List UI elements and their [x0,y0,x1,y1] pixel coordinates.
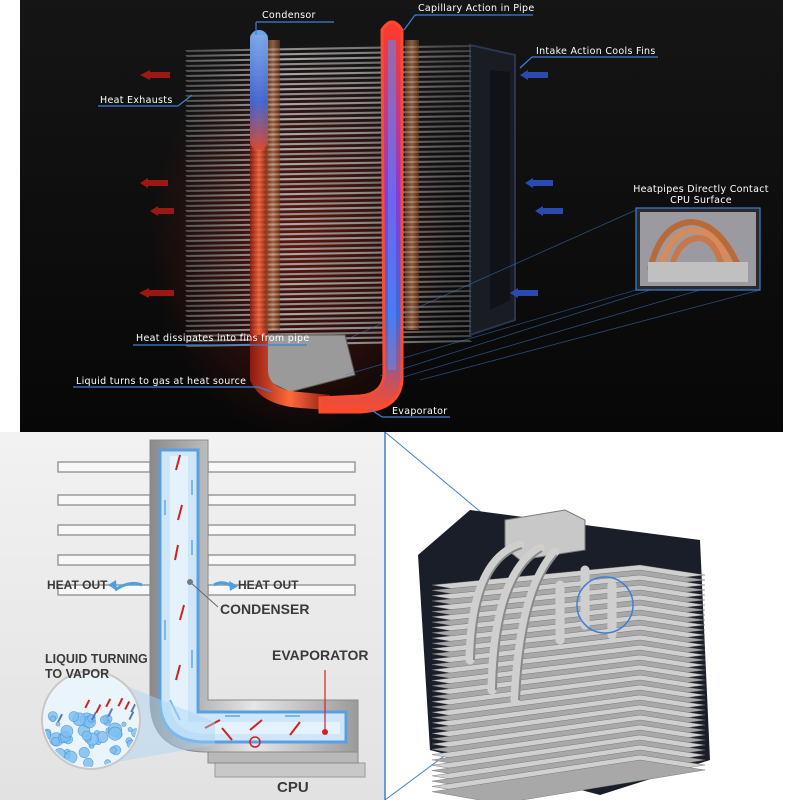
liquid-bubble [83,757,94,767]
heatpipe-contact-inset [635,207,761,291]
heat-out-arrow-left [114,581,143,592]
liquid-gas-label: Liquid turns to gas at heat source [76,376,247,387]
vapor-arrow [174,544,179,561]
vapor-arrow [177,504,183,521]
heat-exhausts-label: Heat Exhausts [100,95,173,106]
liquid-bubble [68,711,80,722]
vapor-arrow [175,664,181,681]
intake-arrows [510,70,563,298]
liquid-bubble [127,727,133,732]
vapor-arrow [175,454,181,471]
liquid-label-line2: TO VAPOR [45,667,110,681]
heat-out-arrowhead-left [108,580,117,591]
heat-out-label-right: HEAT OUT [238,578,299,592]
intake-label: Intake Action Cools Fins [536,46,656,57]
condensor-label: Condensor [262,10,316,21]
heat-out-label-left: HEAT OUT [47,578,108,592]
liquid-label-line1: LIQUID TURNING [45,652,148,666]
liquid-arrows [164,480,300,721]
fin-left [57,494,151,506]
fin-right [207,524,356,536]
liquid-bubble [51,736,60,746]
liquid-arrow [169,699,181,721]
cooler-render [418,509,710,804]
fin-left [57,461,151,473]
vapor-arrow [179,604,185,621]
schematic-vapor-core [170,456,340,734]
vapor-particle [130,703,137,713]
render-heatpipe-shading [473,547,558,701]
vapor-particle [84,699,91,709]
vapor-particle [124,700,131,710]
evaporator-pipe-left [250,330,330,410]
heat-out-arrowhead-right [229,581,238,591]
fin-right [207,461,356,473]
schematic-fins [57,461,356,596]
render-zoom-marker [576,576,634,634]
render-heatpipes [465,540,617,705]
inset-projection-lines [344,209,761,381]
cpu-block [214,762,366,778]
capillary-label: Capillary Action in Pipe [418,3,535,14]
dissipates-label: Heat dissipates into fins from pipe [136,333,310,344]
cpu-label: CPU [277,779,309,796]
zoom-bubbles [44,673,138,767]
condensor-tip [250,30,268,150]
vapor-particle [107,708,114,718]
liquid-bubble [78,746,90,758]
evaporator-pointer-dot [322,729,328,735]
evaporator-label-bottom: EVAPORATOR [272,647,369,663]
vapor-particle [95,704,102,714]
condenser-pointer [189,581,219,608]
liquid-bubble [49,715,57,722]
vapor-particle [57,713,63,723]
liquid-bubble [60,724,74,738]
vapor-arrow [204,719,221,729]
fan-blade-shadow [490,70,510,310]
evaporator-label-top: Evaporator [392,406,448,417]
capillary-inner [388,40,396,370]
contact-label-line2: CPU Surface [670,195,732,206]
vapor-particle [91,711,97,721]
heat-exhaust-arrows [139,70,174,298]
copper-pipe-2 [266,40,280,330]
vapor-arrow [289,721,301,736]
liquid-bubble [109,746,117,754]
liquid-bubble [108,726,123,741]
schematic-heat-pipe [149,439,359,753]
fin-left [57,554,151,566]
condenser-pointer-dot [187,579,193,585]
fin-right [207,554,356,566]
vapor-arrow [221,727,233,741]
label-underlines [73,14,658,418]
vapor-particle [117,697,124,707]
liquid-bubble [81,730,92,741]
liquid-bubble [55,721,61,727]
condenser-label: CONDENSER [220,601,310,617]
fin-left [57,524,151,536]
fin-right [207,494,356,506]
liquid-bubble [100,715,109,725]
vapor-arrow [249,719,263,731]
liquid-bubble [121,721,127,727]
vapor-arrows [174,454,301,748]
vapor-particle [105,698,112,708]
vapor-swirl [249,736,261,748]
copper-pipe-3 [405,40,419,330]
contact-label-line1: Heatpipes Directly Contact [633,184,769,195]
vapor-particle [128,711,135,721]
